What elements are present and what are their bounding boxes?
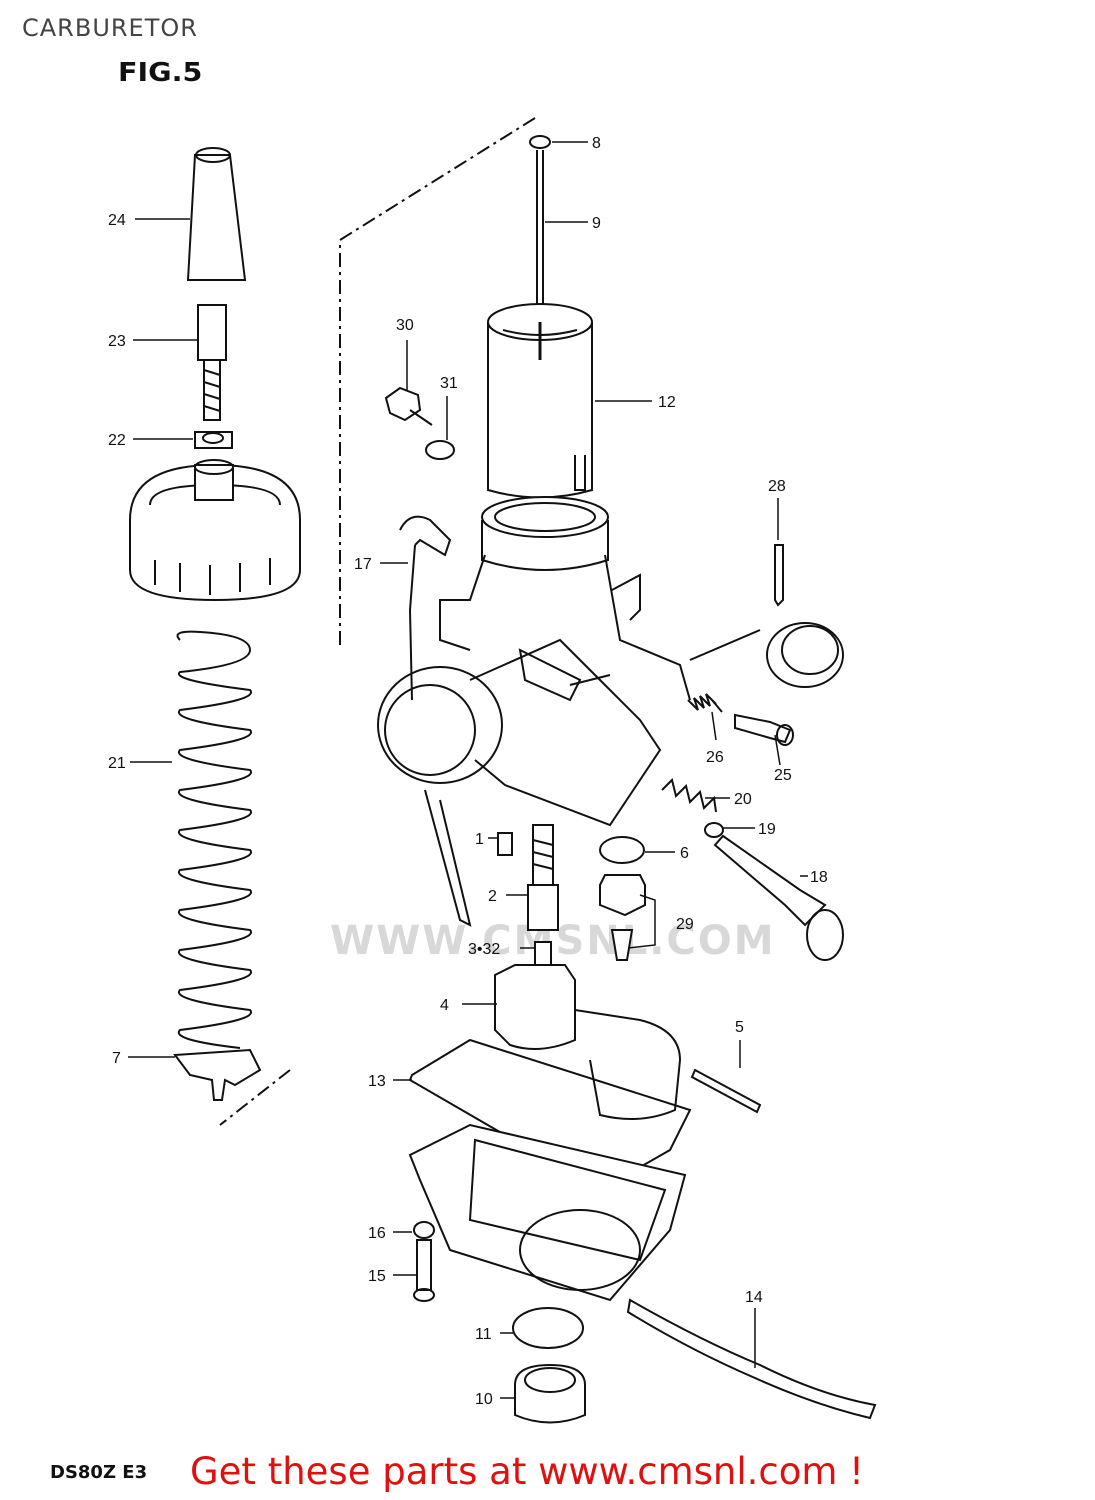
part-15-screw[interactable] (413, 1239, 435, 1302)
part-21-spring[interactable] (176, 630, 253, 1049)
callout-14: 14 (745, 1289, 763, 1306)
part-19-o-ring[interactable] (704, 822, 724, 838)
carburetor-body[interactable] (377, 496, 691, 927)
part-29-float-valve[interactable] (599, 874, 646, 961)
float-bowl[interactable] (408, 1123, 687, 1302)
callout-16: 16 (368, 1225, 386, 1242)
leader-lines (128, 141, 808, 1399)
part-28-cotter-pin[interactable] (774, 544, 784, 607)
part-23-adjuster-bolt[interactable] (197, 304, 227, 421)
callout-5: 5 (735, 1019, 744, 1036)
part-20-spring[interactable] (661, 778, 717, 813)
part-11-o-ring[interactable] (512, 1307, 584, 1349)
callout-12: 12 (658, 394, 676, 411)
part-8-clip[interactable] (529, 135, 551, 149)
part-6-o-ring[interactable] (599, 836, 645, 864)
callout-4: 4 (440, 997, 449, 1014)
callout-28: 28 (768, 478, 786, 495)
callout-24: 24 (108, 212, 126, 229)
part-16-washer[interactable] (413, 1221, 435, 1239)
callout-17: 17 (354, 556, 372, 573)
callout-30: 30 (396, 317, 414, 334)
callout-18: 18 (810, 869, 828, 886)
part-2-needle-jet[interactable] (527, 824, 559, 931)
page-title: CARBURETOR (22, 14, 198, 42)
callout-8: 8 (592, 135, 601, 152)
callout-25: 25 (774, 767, 792, 784)
part-14-overflow-hose[interactable] (626, 1298, 877, 1420)
part-5-float-pin[interactable] (690, 1068, 762, 1114)
choke-knob[interactable] (689, 622, 844, 688)
part-24-cap[interactable] (186, 147, 247, 281)
part-1-pilot-jet[interactable] (497, 832, 513, 856)
part-12-throttle-valve[interactable] (487, 303, 593, 499)
part-10-drain-plug[interactable] (514, 1363, 586, 1424)
callout-1: 1 (475, 831, 484, 848)
callout-2: 2 (488, 888, 497, 905)
callout-29: 29 (676, 916, 694, 933)
callout-15: 15 (368, 1268, 386, 1285)
callout-6: 6 (680, 845, 689, 862)
figure-label: FIG.5 (118, 58, 203, 88)
part-30-bolt[interactable] (384, 386, 433, 426)
callout-9: 9 (592, 215, 601, 232)
model-code: DS80Z E3 (50, 1462, 148, 1483)
part-4-float[interactable] (494, 964, 682, 1120)
part-25-pilot-screw[interactable] (734, 713, 794, 746)
part-31-washer[interactable] (425, 440, 455, 460)
callout-26: 26 (706, 749, 724, 766)
part-26-spring[interactable] (687, 693, 723, 713)
part-9-needle[interactable] (536, 150, 544, 326)
mixing-chamber-top[interactable] (129, 459, 301, 602)
callout-19: 19 (758, 821, 776, 838)
callout-10: 10 (475, 1391, 493, 1408)
callout-23: 23 (108, 333, 126, 350)
callout-31: 31 (440, 375, 458, 392)
callout-13: 13 (368, 1073, 386, 1090)
callout-21: 21 (108, 755, 126, 772)
part-18-throttle-stop-screw[interactable] (713, 834, 844, 961)
promo-link[interactable]: Get these parts at www.cmsnl.com ! (190, 1450, 865, 1493)
callout-11: 11 (475, 1326, 492, 1343)
part-7-plate[interactable] (173, 1048, 262, 1101)
assembly-boundary (219, 117, 536, 1126)
callout-7: 7 (112, 1050, 121, 1067)
callout-3-32: 3•32 (468, 941, 500, 958)
part-22-nut[interactable] (194, 431, 233, 449)
callout-20: 20 (734, 791, 752, 808)
callout-22: 22 (108, 432, 126, 449)
